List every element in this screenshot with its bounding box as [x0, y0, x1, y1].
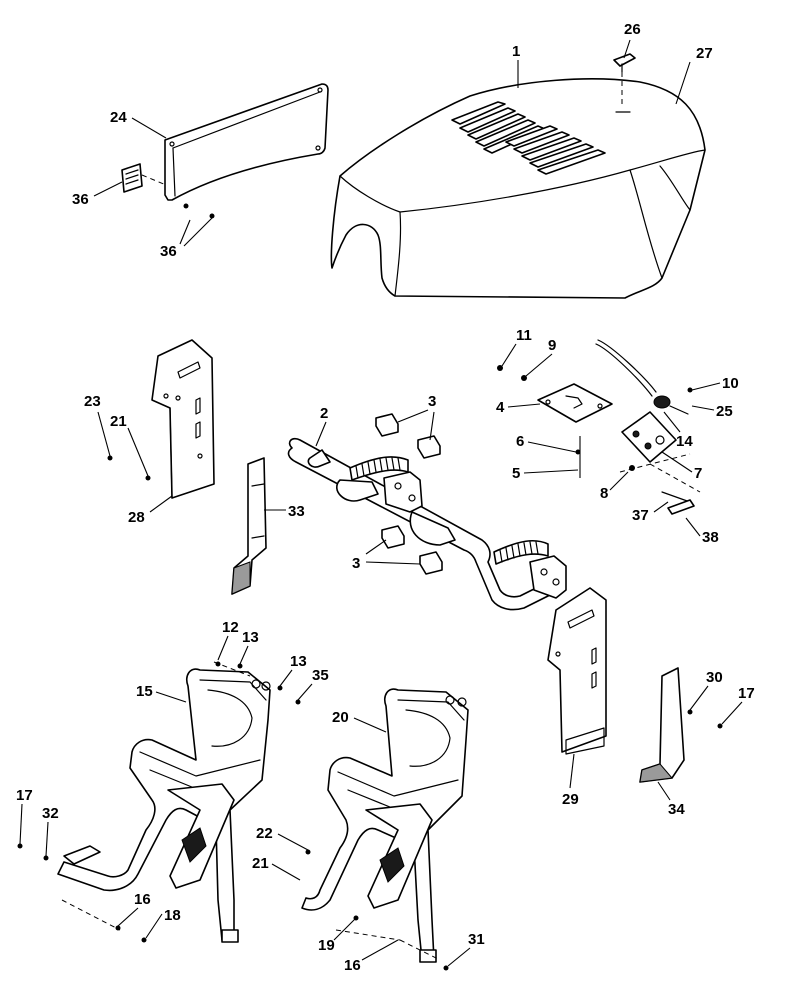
fasteners-upper-right: [497, 365, 701, 515]
hood-vent-slots: [451, 101, 606, 175]
pedal-frame-part-15: [57, 668, 271, 943]
callout-3: 3: [352, 555, 360, 572]
callout-22: 22: [256, 825, 273, 842]
spring-right: [493, 539, 549, 565]
callout-3: 3: [428, 393, 436, 410]
callout-27: 27: [696, 45, 713, 62]
hood-part-1: [330, 78, 706, 299]
callout-24: 24: [110, 109, 127, 126]
callout-30: 30: [706, 669, 723, 686]
pedal-shaft-part-2: [287, 437, 567, 611]
callout-13: 13: [242, 629, 259, 646]
fastener-dots: [17, 203, 723, 971]
side-bracket-part-28: [151, 339, 215, 499]
callout-20: 20: [332, 709, 349, 726]
callout-14: 14: [676, 433, 693, 450]
callout-21: 21: [110, 413, 127, 430]
callout-5: 5: [512, 465, 520, 482]
callout-16: 16: [134, 891, 151, 908]
callout-9: 9: [548, 337, 556, 354]
bracket-part-4: [537, 383, 613, 423]
callout-35: 35: [312, 667, 329, 684]
alignment-lines: [61, 661, 441, 961]
callout-23: 23: [84, 393, 101, 410]
dash-panel-part-24: [164, 83, 329, 201]
callout-28: 28: [128, 509, 145, 526]
plate-part-33: [231, 457, 267, 595]
callout-17: 17: [738, 685, 755, 702]
callout-29: 29: [562, 791, 579, 808]
callout-32: 32: [42, 805, 59, 822]
plate-part-34: [639, 667, 685, 783]
callout-17: 17: [16, 787, 33, 804]
connector-part-36: [121, 163, 167, 193]
callout-15: 15: [136, 683, 153, 700]
clip-part-3: [375, 413, 443, 575]
cable-part-14: [595, 339, 689, 415]
side-bracket-part-29: [547, 587, 607, 755]
callout-7: 7: [694, 465, 702, 482]
callout-10: 10: [722, 375, 739, 392]
callout-33: 33: [288, 503, 305, 520]
callout-18: 18: [164, 907, 181, 924]
callout-1: 1: [512, 43, 520, 60]
pedal-frame-part-20: [301, 688, 469, 963]
callout-34: 34: [668, 801, 685, 818]
callout-37: 37: [632, 507, 649, 524]
callout-19: 19: [318, 937, 335, 954]
callout-labels: 1 2 3 3 4 5 6 7 8 9 10 11 1: [16, 21, 755, 974]
callout-12: 12: [222, 619, 239, 636]
callout-36: 36: [72, 191, 89, 208]
callout-11: 11: [516, 327, 532, 344]
callout-2: 2: [320, 405, 328, 422]
callout-16: 16: [344, 957, 361, 974]
callout-36: 36: [160, 243, 177, 260]
callout-25: 25: [716, 403, 733, 420]
switch-plate-part-7: [621, 411, 677, 463]
callout-31: 31: [468, 931, 485, 948]
callout-6: 6: [516, 433, 524, 450]
callout-4: 4: [496, 399, 505, 416]
callout-38: 38: [702, 529, 719, 546]
callout-8: 8: [600, 485, 608, 502]
callout-21: 21: [252, 855, 269, 872]
callout-26: 26: [624, 21, 641, 38]
callout-13: 13: [290, 653, 307, 670]
